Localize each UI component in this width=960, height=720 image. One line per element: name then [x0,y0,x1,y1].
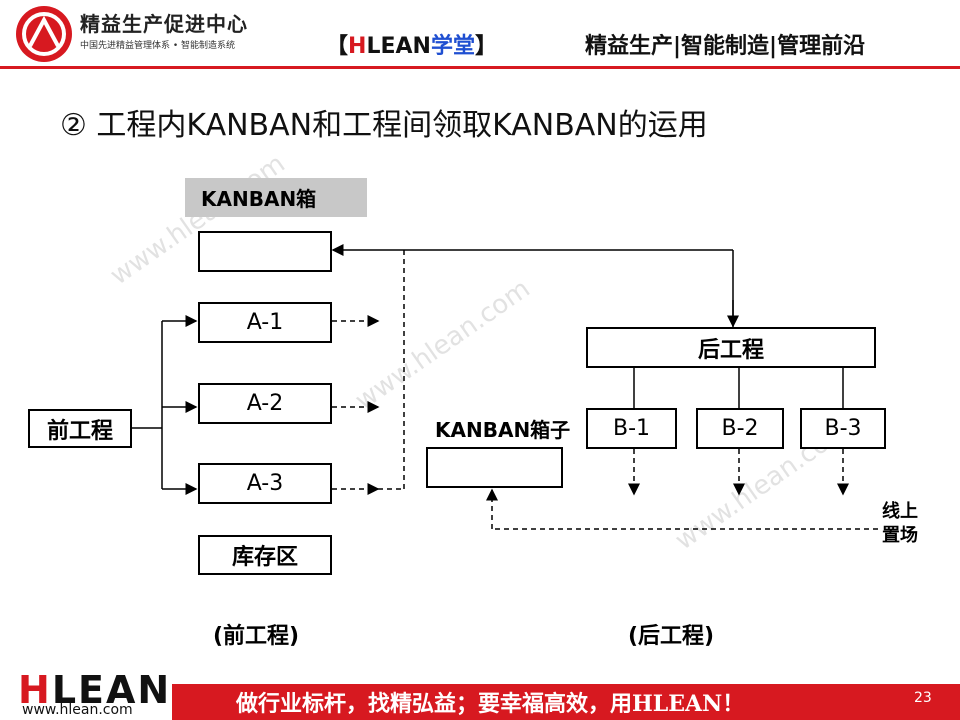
process-box-a2: A-2 [198,383,332,424]
front-process-box: 前工程 [28,409,132,448]
brand-title: 【HLEAN学堂】 [326,34,497,59]
kanban-box [198,231,332,272]
footer-logo: HLEAN [18,668,172,712]
footer-url: www.hlean.com [22,702,133,718]
footer-bar [172,684,960,720]
header-tagline: 精益生产|智能制造|管理前沿 [585,34,866,59]
line-side-label-1: 线上 [882,501,918,522]
rear-process-box: 后工程 [586,327,876,368]
line-side-label-2: 置场 [882,525,918,546]
footer-slogan: 做行业标杆，找精弘益；要幸福高效，用HLEAN！ [236,691,745,717]
slide-title: ② 工程内KANBAN和工程间领取KANBAN的运用 [60,108,708,143]
process-box-b2: B-2 [696,408,784,449]
process-box-b3: B-3 [800,408,886,449]
caption-rear-process: (后工程) [628,624,715,649]
process-box-a1: A-1 [198,302,332,343]
kanban-box-label: KANBAN箱 [185,178,367,217]
kanban-box-sub-label: KANBAN箱子 [435,418,571,442]
header-divider [0,66,960,69]
logo-title: 精益生产促进中心 [80,12,248,36]
inventory-area-box: 库存区 [198,535,332,575]
kanban-sub-box [426,447,563,488]
page-number: 23 [914,690,932,706]
logo-circle-icon [16,6,72,62]
caption-front-process: (前工程) [213,624,300,649]
logo-subtitle: 中国先进精益管理体系 • 智能制造系统 [80,41,236,51]
process-box-b1: B-1 [586,408,677,449]
process-box-a3: A-3 [198,463,332,504]
